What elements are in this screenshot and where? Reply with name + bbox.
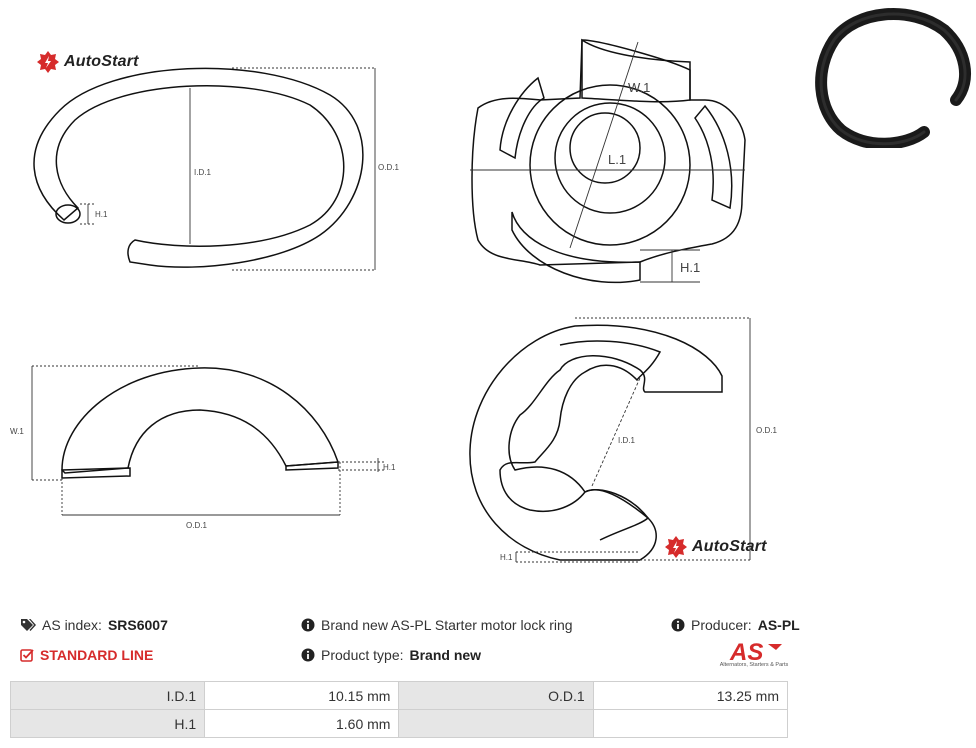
label-l-perspective: L.1 [608, 152, 626, 167]
clip-perspective-body [471, 39, 746, 266]
autostart-logo-bottom: AutoStart [664, 535, 767, 559]
autostart-logo-icon [665, 536, 687, 558]
autostart-logo-text: AutoStart [692, 538, 767, 555]
spec-value: 13.25 mm [592, 681, 789, 710]
spec-label: O.D.1 [398, 681, 594, 710]
clip-top-outline [469, 324, 723, 561]
clip-perspective-tab-bottom [511, 211, 641, 284]
clip-perspective-ring-inner [569, 112, 641, 184]
product-description-text: Brand new AS-PL Starter motor lock ring [321, 617, 573, 633]
table-row: I.D.1 10.15 mm O.D.1 13.25 mm [9, 681, 789, 710]
as-index: AS index: SRS6007 [20, 617, 168, 633]
standard-line-badge: STANDARD LINE [20, 647, 153, 663]
label-h-clip-view: H.1 [500, 553, 513, 562]
label-w-perspective: W.1 [628, 80, 650, 95]
product-description: Brand new AS-PL Starter motor lock ring [301, 617, 573, 633]
as-logo-text: AS [729, 639, 763, 664]
product-type: Product type: Brand new [301, 647, 481, 663]
label-h-perspective: H.1 [680, 260, 700, 275]
standard-line-text: STANDARD LINE [40, 647, 154, 663]
info-icon [301, 618, 315, 632]
autostart-logo-icon [37, 51, 59, 73]
as-index-label: AS index: [42, 617, 102, 633]
label-w-side-view: W.1 [10, 427, 24, 436]
product-photo [806, 0, 972, 148]
producer-label: Producer: [691, 617, 752, 633]
clip-perspective-ring-mid [554, 102, 666, 214]
ring-outline-top [33, 67, 364, 268]
spec-label: I.D.1 [9, 681, 206, 710]
clip-perspective-tab-left [499, 76, 545, 160]
clip-top-opening [499, 340, 662, 541]
spec-label [398, 709, 594, 738]
spec-value: 1.60 mm [204, 709, 400, 738]
clip-perspective-tab-top [581, 38, 691, 103]
clip-perspective-tab-right [694, 104, 733, 210]
spec-table: I.D.1 10.15 mm O.D.1 13.25 mm H.1 1.60 m… [9, 681, 789, 738]
label-id-top-view: I.D.1 [194, 168, 211, 177]
label-od-side-view: O.D.1 [186, 521, 207, 530]
autostart-logo-text: AutoStart [64, 53, 139, 70]
label-id-clip-view: I.D.1 [618, 436, 635, 445]
spec-label: H.1 [9, 709, 206, 738]
spec-value [592, 709, 789, 738]
label-od-clip-view: O.D.1 [756, 426, 777, 435]
check-square-icon [20, 649, 34, 662]
table-row: H.1 1.60 mm [9, 709, 789, 738]
producer: Producer: AS-PL [671, 617, 800, 633]
clip-perspective-ring-outer [529, 84, 691, 246]
clip-side-base-right [285, 461, 339, 471]
as-brand-logo: AS Alternators, Starters & Parts [716, 638, 792, 672]
clip-side-base [61, 467, 131, 479]
label-h-top-view: H.1 [95, 210, 108, 219]
product-type-value: Brand new [409, 647, 482, 663]
label-h-side-view: H.1 [383, 463, 396, 472]
producer-value: AS-PL [757, 617, 800, 633]
spec-value: 10.15 mm [204, 681, 400, 710]
technical-drawing: I.D.1 O.D.1 H.1 W.1 L.1 H.1 W.1 O.D.1 H.… [10, 38, 777, 563]
info-icon [301, 648, 315, 662]
autostart-logo: AutoStart [36, 50, 139, 74]
label-od-top-view: O.D.1 [378, 163, 399, 172]
clip-side-outline [61, 367, 340, 474]
info-icon [671, 618, 685, 632]
product-type-label: Product type: [321, 647, 404, 663]
ring-end-section [55, 204, 81, 224]
as-index-value: SRS6007 [107, 617, 168, 633]
as-logo-tagline: Alternators, Starters & Parts [719, 662, 789, 668]
tags-icon [21, 619, 36, 631]
as-logo-mark: AS [729, 639, 782, 666]
